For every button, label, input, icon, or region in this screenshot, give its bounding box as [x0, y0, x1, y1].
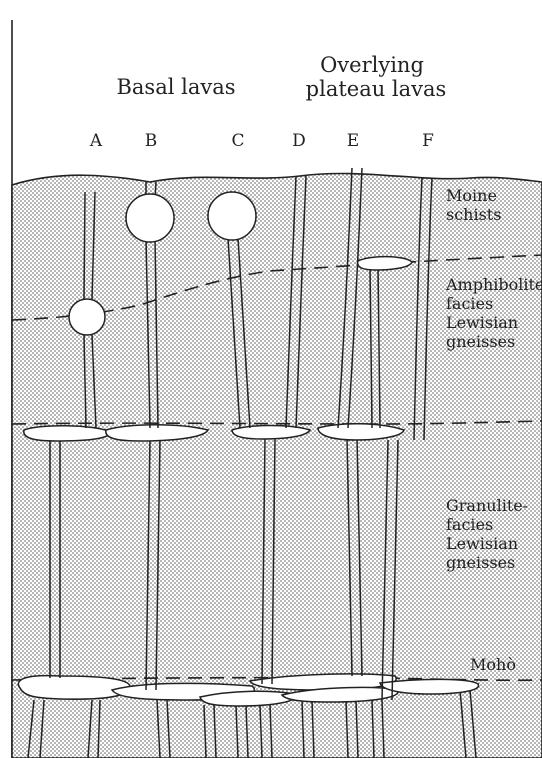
- overlying-lavas-label-1: Overlying: [320, 53, 424, 77]
- granulite-label-4: gneisses: [446, 553, 515, 572]
- chamber-A: [69, 299, 105, 335]
- moine-label-1: Moine: [446, 186, 497, 205]
- sill-A: [24, 426, 112, 441]
- column-label-d: D: [292, 131, 306, 151]
- column-label-b: B: [145, 131, 158, 151]
- moho-sill-F: [380, 679, 479, 694]
- chamber-B: [126, 194, 174, 242]
- column-label-f: F: [422, 131, 434, 151]
- granulite-label-1: Granulite-: [446, 496, 528, 515]
- moho-label: Mohò: [470, 655, 516, 674]
- amphibolite-label-3: Lewisian: [446, 313, 518, 332]
- column-label-c: C: [231, 131, 244, 151]
- overlying-lavas-label-2: plateau lavas: [306, 77, 447, 101]
- granulite-label-2: facies: [446, 515, 493, 534]
- chamber-C: [208, 192, 256, 240]
- crust-body: [12, 173, 542, 758]
- column-label-a: A: [89, 131, 103, 151]
- amphibolite-label-4: gneisses: [446, 332, 515, 351]
- basal-lavas-label: Basal lavas: [116, 75, 235, 99]
- amphibolite-label-2: facies: [446, 294, 493, 313]
- moine-label-2: schists: [446, 205, 501, 224]
- amphibolite-label-1: Amphibolite: [445, 275, 542, 294]
- moho-sill-A: [18, 676, 130, 700]
- granulite-label-3: Lewisian: [446, 534, 518, 553]
- column-label-e: E: [347, 131, 359, 151]
